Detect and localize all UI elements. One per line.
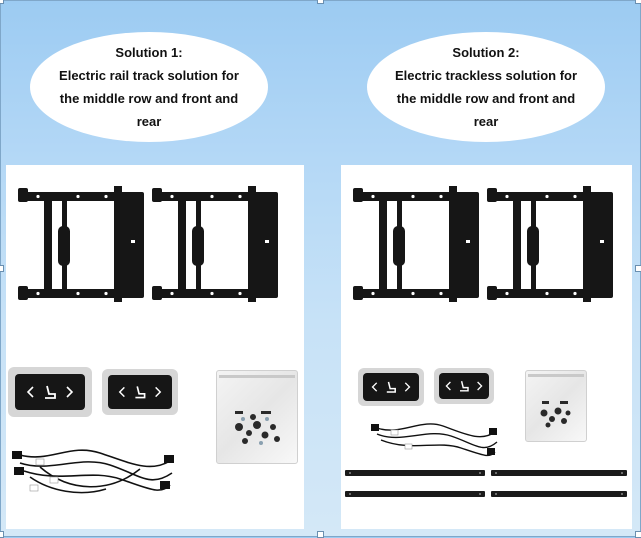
rail-track-icon xyxy=(345,470,485,476)
solution-2-bubble: Solution 2: Electric trackless solution … xyxy=(367,32,605,142)
solution-2-product-panel xyxy=(341,165,632,529)
seat-control-switch-icon xyxy=(434,368,494,404)
solution-2-desc-line-3: rear xyxy=(473,114,499,129)
wiring-harness-icon xyxy=(371,423,498,457)
resize-handle-right[interactable] xyxy=(635,265,641,272)
solution-1-desc-line-1: Electric rail track solution for xyxy=(59,68,239,83)
seat-control-switch-icon xyxy=(358,368,424,406)
fastener-bag-icon xyxy=(525,370,587,442)
solution-2-desc-line-1: Electric trackless solution for xyxy=(394,68,578,83)
resize-handle-left[interactable] xyxy=(0,265,4,272)
solution-1-title: Solution 1: xyxy=(115,45,183,60)
solution-2-title: Solution 2: xyxy=(452,45,520,60)
fastener-bag-icon xyxy=(216,370,298,464)
wiring-harness-icon xyxy=(12,449,174,494)
resize-handle-top-right[interactable] xyxy=(635,0,641,4)
solution-1-product-panel xyxy=(6,165,304,529)
solution-2-desc-line-2: the middle row and front and xyxy=(396,91,576,106)
seat-frame-icon xyxy=(487,186,613,302)
seat-frame-icon xyxy=(152,186,278,302)
resize-handle-top-left[interactable] xyxy=(0,0,4,4)
seat-control-switch-icon xyxy=(102,369,178,415)
rail-track-icon xyxy=(345,491,485,497)
seat-frame-icon xyxy=(18,186,144,302)
rail-track-icon xyxy=(491,470,627,476)
solution-1-desc-line-3: rear xyxy=(136,114,162,129)
solution-1-desc-line-2: the middle row and front and xyxy=(59,91,239,106)
solution-1-bubble: Solution 1: Electric rail track solution… xyxy=(30,32,268,142)
seat-frame-icon xyxy=(353,186,479,302)
resize-handle-top[interactable] xyxy=(317,0,324,4)
seat-control-switch-icon xyxy=(8,367,92,417)
rail-track-icon xyxy=(491,491,627,497)
